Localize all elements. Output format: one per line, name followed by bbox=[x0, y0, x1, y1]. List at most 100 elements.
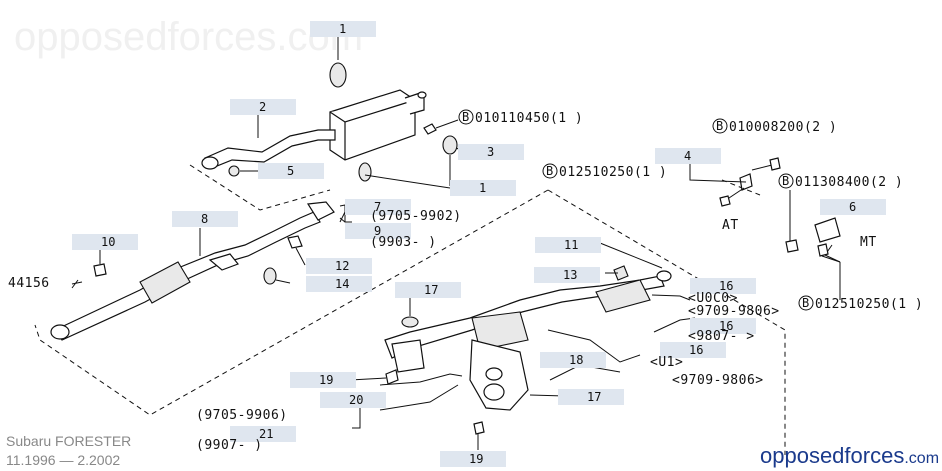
dashed-guide-rear bbox=[189, 164, 331, 211]
dashed-guide-left bbox=[34, 189, 549, 416]
front-pipe-assembly bbox=[384, 265, 672, 411]
part-label-bg bbox=[310, 21, 376, 37]
note-p7-range: (9705-9902) bbox=[370, 209, 462, 224]
part-label-bg bbox=[450, 180, 516, 196]
part-label-number: 20 bbox=[349, 393, 363, 407]
part-label-18: 16 bbox=[660, 342, 726, 358]
part-label-15: 14 bbox=[306, 276, 372, 292]
part-label-number: 16 bbox=[719, 319, 733, 333]
note-r9705-9906: (9705-9906) bbox=[196, 408, 288, 423]
bolt-mt-1 bbox=[785, 239, 799, 253]
part-label-bg bbox=[306, 276, 372, 292]
rear-pipe-part bbox=[204, 129, 336, 169]
bolt-circle-icon bbox=[798, 295, 814, 311]
part-label-bg bbox=[655, 148, 721, 164]
bolt-code-bolt-2: B 010008200(2 ) bbox=[712, 118, 837, 135]
note-r9907: (9907- ) bbox=[196, 438, 263, 453]
brand-tld: .com bbox=[904, 450, 939, 467]
gasket-17 bbox=[401, 316, 419, 328]
bolt-at bbox=[719, 195, 731, 207]
part-label-bg bbox=[230, 99, 296, 115]
gasket-5 bbox=[228, 165, 240, 177]
part-label-5: 4 bbox=[655, 148, 721, 164]
part-label-14: 13 bbox=[534, 267, 600, 283]
part-label-bg bbox=[258, 163, 324, 179]
part-label-number: 16 bbox=[719, 279, 733, 293]
bolt-code-text: 012510250(1 ) bbox=[559, 165, 667, 180]
note-r9807: <9807- > bbox=[688, 329, 755, 344]
part-label-7: 6 bbox=[820, 199, 886, 215]
bolt-4 bbox=[769, 157, 781, 171]
part-label-bg bbox=[540, 352, 606, 368]
brand-suffix: forces bbox=[844, 443, 904, 468]
part-label-number: 16 bbox=[689, 343, 703, 357]
part-label-number: 13 bbox=[563, 268, 577, 282]
part-label-bg bbox=[345, 199, 411, 215]
part-label-number: 1 bbox=[339, 22, 346, 36]
bracket-mt bbox=[814, 217, 841, 243]
bolt-circle-icon bbox=[712, 118, 728, 134]
sensor-10 bbox=[93, 263, 107, 277]
note-p44156: 44156 bbox=[8, 276, 50, 291]
part-label-bg bbox=[690, 278, 756, 294]
sensor-wire-20 bbox=[379, 384, 459, 411]
part-label-bg bbox=[306, 258, 372, 274]
watermark: opposedforces.com bbox=[14, 15, 363, 59]
part-label-bg bbox=[395, 282, 461, 298]
bolt-code-text: 010110450(1 ) bbox=[475, 111, 583, 126]
part-label-21: 18 bbox=[540, 352, 606, 368]
brand-logo: opposedforces.com bbox=[760, 443, 939, 468]
note-p9-range: (9903- ) bbox=[370, 235, 437, 250]
part-label-number: 21 bbox=[259, 427, 273, 441]
cushion-3 bbox=[442, 135, 458, 155]
part-label-19: 17 bbox=[395, 282, 461, 298]
part-label-3: 3 bbox=[458, 144, 524, 160]
muffler-part bbox=[329, 89, 427, 161]
part-label-16: 16 bbox=[690, 278, 756, 294]
part-label-number: 9 bbox=[374, 224, 381, 238]
part-label-number: 19 bbox=[319, 373, 333, 387]
part-label-bg bbox=[660, 342, 726, 358]
bolt-circle-letter: B bbox=[716, 119, 723, 133]
part-label-bg bbox=[535, 237, 601, 253]
part-label-bg bbox=[290, 372, 356, 388]
part-label-11: 10 bbox=[72, 234, 138, 250]
bolt-circle-letter: B bbox=[546, 164, 553, 178]
part-label-bg bbox=[690, 318, 756, 334]
bolt-circle-icon bbox=[458, 109, 474, 125]
bolt-circle-letter: B bbox=[462, 110, 469, 124]
part-label-22: 19 bbox=[290, 372, 356, 388]
part-label-bg bbox=[534, 267, 600, 283]
center-flange-rear bbox=[306, 201, 335, 221]
center-bracket bbox=[208, 253, 239, 271]
part-label-number: 12 bbox=[335, 259, 349, 273]
part-label-1: 1 bbox=[310, 21, 376, 37]
hanger-cushion-top bbox=[329, 62, 347, 88]
bolt-circle-icon bbox=[778, 173, 794, 189]
part-label-8: 7 bbox=[345, 199, 411, 215]
part-label-number: 5 bbox=[287, 164, 294, 178]
part-label-bg bbox=[230, 426, 296, 442]
part-label-number: 8 bbox=[201, 212, 208, 226]
footer-model: Subaru FORESTER bbox=[6, 433, 131, 449]
note-u0c0: <U0C0> bbox=[688, 291, 738, 306]
part-label-17: 16 bbox=[690, 318, 756, 334]
footer-years: 11.1996 — 2.2002 bbox=[6, 452, 120, 468]
part-label-12: 11 bbox=[535, 237, 601, 253]
bolt-mt-2 bbox=[817, 243, 829, 257]
part-label-bg bbox=[440, 451, 506, 467]
note-u1: <U1> bbox=[650, 355, 683, 370]
bolt-code-bolt-3: B 012510250(1 ) bbox=[542, 163, 667, 180]
bolt-19-left bbox=[385, 369, 399, 385]
center-pipe-flange bbox=[50, 324, 70, 340]
bolt-code-text: 010008200(2 ) bbox=[729, 120, 837, 135]
sensor-wire-19 bbox=[379, 373, 463, 386]
part-label-bg bbox=[345, 223, 411, 239]
bolt-19-bottom bbox=[473, 421, 485, 435]
center-pipe-part bbox=[54, 211, 321, 341]
part-label-bg bbox=[558, 389, 624, 405]
note-at: AT bbox=[722, 218, 739, 233]
part-label-13: 12 bbox=[306, 258, 372, 274]
